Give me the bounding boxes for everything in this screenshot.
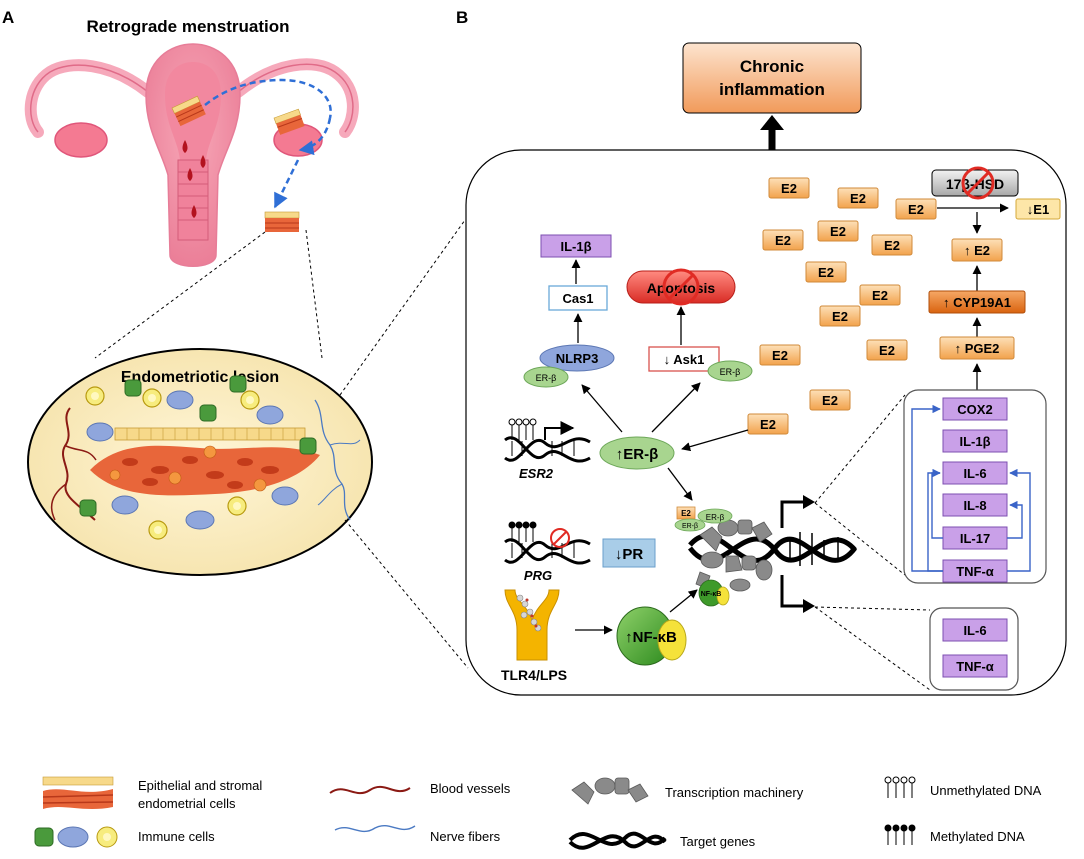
legend-nerve: Nerve fibers xyxy=(430,829,501,844)
legend-blood: Blood vessels xyxy=(430,781,511,796)
prg-dna: PRG xyxy=(504,521,591,583)
legend-machinery: Transcription machinery xyxy=(665,785,804,800)
chronic-inflammation-line1: Chronic xyxy=(740,57,804,76)
gene-cox2: COX2 xyxy=(957,402,992,417)
legend-methylated: Methylated DNA xyxy=(930,829,1025,844)
e2-label: E2 xyxy=(830,224,846,239)
legend-blood-icon xyxy=(329,785,411,795)
e2-label: E2 xyxy=(681,509,691,518)
cyp19a1-box: ↑ CYP19A1 xyxy=(928,290,1026,314)
inhibited-icon xyxy=(961,166,995,200)
er-beta-small-label: ER-β xyxy=(706,513,725,522)
cyp19a1-label: ↑ CYP19A1 xyxy=(943,295,1011,310)
tlr4-label: TLR4/LPS xyxy=(501,667,567,683)
e2-label: E2 xyxy=(832,309,848,324)
gene-box-1-items: COX2 IL-1β IL-6 IL-8 IL-17 TNF-α xyxy=(942,397,1008,583)
e2-label: E2 xyxy=(884,238,900,253)
endometriotic-lesion: Endometriotic lesion xyxy=(27,348,373,576)
legend-unmethylated-icon xyxy=(884,776,916,798)
pr-down-label: ↓PR xyxy=(615,546,644,563)
gene-tnfa-2: TNF-α xyxy=(956,659,994,674)
legend: Epithelial and stromal endometrial cells… xyxy=(34,776,1042,850)
pge2-label: ↑ PGE2 xyxy=(955,341,1000,356)
legend-epithelial-icon xyxy=(42,776,114,809)
nfkb-small-label: NF-κB xyxy=(701,591,722,598)
cas1-box xyxy=(548,285,608,311)
nfkb-up-label: ↑NF-κB xyxy=(625,629,677,646)
e2-up-box: ↑ E2 xyxy=(951,238,1003,262)
gene-il6-2: IL-6 xyxy=(963,623,986,638)
legend-methylated-icon xyxy=(884,824,916,845)
e2-label: E2 xyxy=(772,348,788,363)
hsd-enzyme: 17β-HSD xyxy=(931,166,1019,200)
cell-boundary xyxy=(465,149,1067,696)
e2-molecules: E2 E2 E2 E2 E2 E2 E2 E2 E2 E2 E2 E2 E2 xyxy=(747,177,937,435)
er-beta-bound-1 xyxy=(523,366,569,388)
e2-label: E2 xyxy=(850,191,866,206)
gene-il6: IL-6 xyxy=(963,466,986,481)
er-beta-small-label: ER-β xyxy=(720,367,741,377)
chronic-inflammation-box xyxy=(682,42,862,114)
tlr4-receptor: TLR4/LPS xyxy=(501,589,567,683)
e2-label: E2 xyxy=(908,202,924,217)
e2-label: E2 xyxy=(760,417,776,432)
e2-label: E2 xyxy=(775,233,791,248)
il1b-top-label: IL-1β xyxy=(560,239,591,254)
e2-label: E2 xyxy=(872,288,888,303)
panel-a-title: Retrograde menstruation xyxy=(86,17,289,36)
chronic-inflammation-line2: inflammation xyxy=(719,80,825,99)
uterus-illustration xyxy=(24,43,359,267)
nfkb-complex: ↑NF-κB xyxy=(616,606,687,666)
gene-il8: IL-8 xyxy=(963,498,986,513)
gene-il17: IL-17 xyxy=(960,531,990,546)
nlrp3-label: NLRP3 xyxy=(556,351,599,366)
legend-immune: Immune cells xyxy=(138,829,215,844)
er-beta-up-label: ↑ER-β xyxy=(616,446,659,463)
gene-box-1 xyxy=(903,389,1047,584)
legend-immune-icon xyxy=(34,826,118,848)
pge2-box: ↑ PGE2 xyxy=(939,336,1015,360)
er-beta-up xyxy=(599,436,675,470)
e2-label: E2 xyxy=(781,181,797,196)
e2-label: E2 xyxy=(879,343,895,358)
left-ovary xyxy=(54,122,108,158)
e1-label: ↓E1 xyxy=(1027,202,1049,217)
esr2-dna: ESR2 xyxy=(504,418,591,481)
panel-a-letter: A xyxy=(2,8,14,27)
er-beta-small-label: ER-β xyxy=(682,523,698,530)
e2-up-label: ↑ E2 xyxy=(964,243,990,258)
il1b-top-box xyxy=(540,234,612,258)
ask1-label: ↓ Ask1 xyxy=(664,352,705,367)
inhibited-icon xyxy=(662,268,700,306)
e2-label: E2 xyxy=(818,265,834,280)
panel-b-letter: B xyxy=(456,8,468,27)
legend-epithelial-line2: endometrial cells xyxy=(138,796,236,811)
prg-label: PRG xyxy=(524,568,552,583)
inhibited-icon xyxy=(550,528,570,548)
legend-unmethylated: Unmethylated DNA xyxy=(930,783,1042,798)
legend-epithelial-line1: Epithelial and stromal xyxy=(138,778,262,793)
esr2-label: ESR2 xyxy=(519,466,554,481)
ask1-box xyxy=(648,346,720,372)
lesion-label: Endometriotic lesion xyxy=(121,369,279,386)
gene-tnfa: TNF-α xyxy=(956,564,994,579)
pr-down-box xyxy=(602,538,656,568)
legend-target-icon xyxy=(568,831,667,850)
er-beta-bound-2 xyxy=(707,360,753,382)
legend-machinery-icon xyxy=(571,777,649,805)
er-beta-small-label: ER-β xyxy=(536,373,557,383)
legend-target: Target genes xyxy=(680,834,756,849)
e1-box: ↓E1 xyxy=(1015,198,1061,220)
gene-il1b: IL-1β xyxy=(959,434,990,449)
target-dna-complex: E2 ER-β ER-β NF-κB xyxy=(674,495,857,613)
cas1-label: Cas1 xyxy=(562,291,593,306)
e2-label: E2 xyxy=(822,393,838,408)
nlrp3-complex xyxy=(539,344,615,372)
legend-nerve-icon xyxy=(334,825,416,833)
